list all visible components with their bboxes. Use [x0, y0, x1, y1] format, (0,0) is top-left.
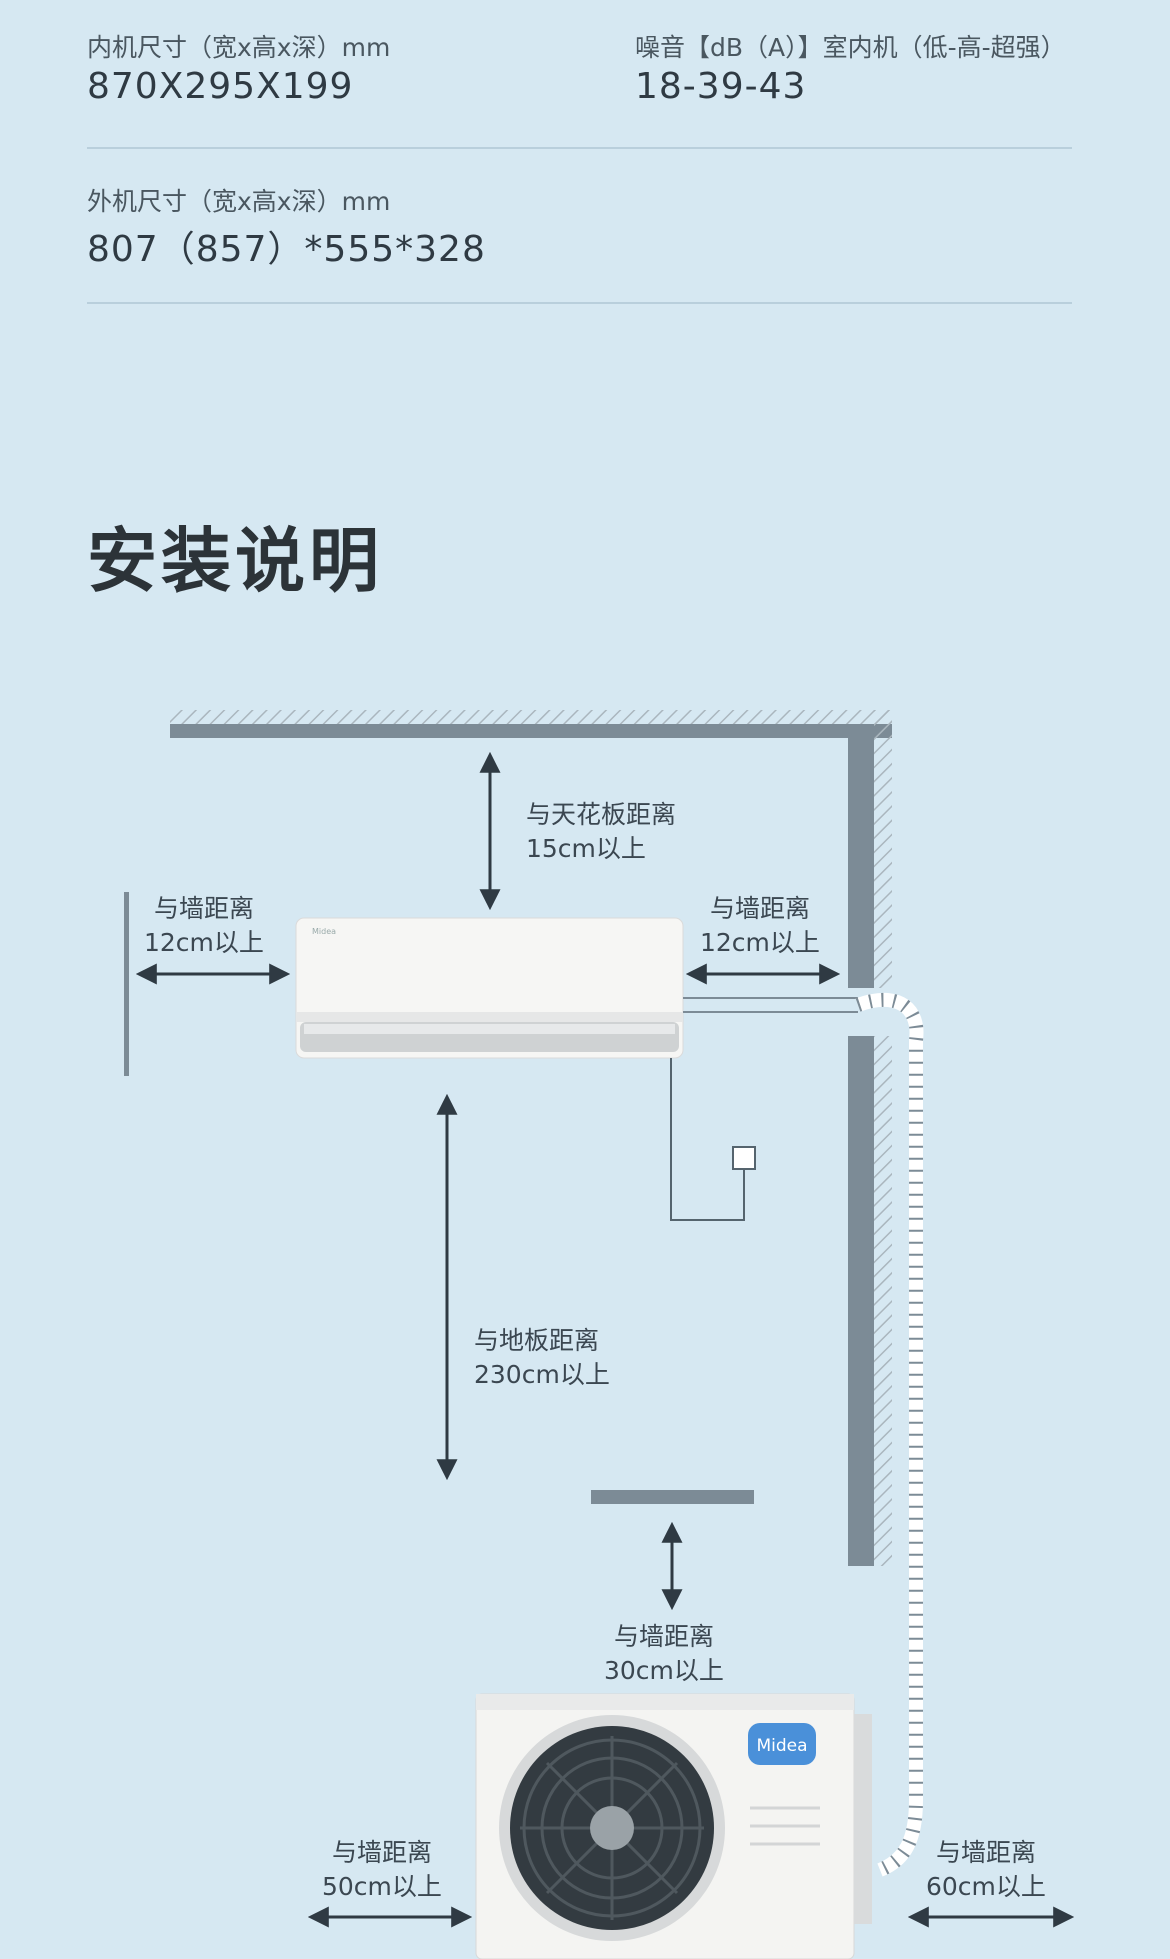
- left-wall-line: [124, 892, 129, 1076]
- ceiling-wall: [170, 710, 892, 1566]
- divider: [87, 147, 1072, 149]
- outdoor-right-clearance-label: 与墙距离 60cm以上: [926, 1838, 1046, 1901]
- noise-value: 18-39-43: [635, 66, 807, 107]
- noise-label: 噪音【dB（A）】室内机（低-高-超强）: [635, 33, 1066, 62]
- indoor-size-label: 内机尺寸（宽x高x深）mm: [87, 33, 391, 62]
- refrigerant-pipe: [683, 993, 924, 1877]
- midea-logo: Midea: [756, 1736, 807, 1756]
- right-wall-clearance-label: 与墙距离 12cm以上: [700, 894, 820, 957]
- outdoor-back-wall: [591, 1490, 754, 1504]
- outdoor-left-clearance-label: 与墙距离 50cm以上: [322, 1838, 442, 1901]
- outdoor-back-clearance-label: 与墙距离 30cm以上: [604, 1622, 724, 1685]
- section-title: 安装说明: [87, 520, 383, 602]
- ceiling-clearance-label: 与天花板距离 15cm以上: [526, 800, 677, 863]
- outdoor-size-value: 807（857）*555*328: [87, 229, 486, 270]
- left-wall-clearance-label: 与墙距离 12cm以上: [144, 894, 264, 957]
- indoor-size-value: 870X295X199: [87, 66, 354, 107]
- floor-clearance-label: 与地板距离 230cm以上: [474, 1326, 610, 1389]
- svg-text:Midea: Midea: [312, 927, 336, 936]
- outdoor-unit: Midea: [475, 1693, 872, 1959]
- divider: [87, 302, 1072, 304]
- indoor-unit: Midea: [295, 917, 684, 1059]
- drain-line: [670, 1058, 756, 1221]
- outdoor-size-label: 外机尺寸（宽x高x深）mm: [87, 187, 391, 216]
